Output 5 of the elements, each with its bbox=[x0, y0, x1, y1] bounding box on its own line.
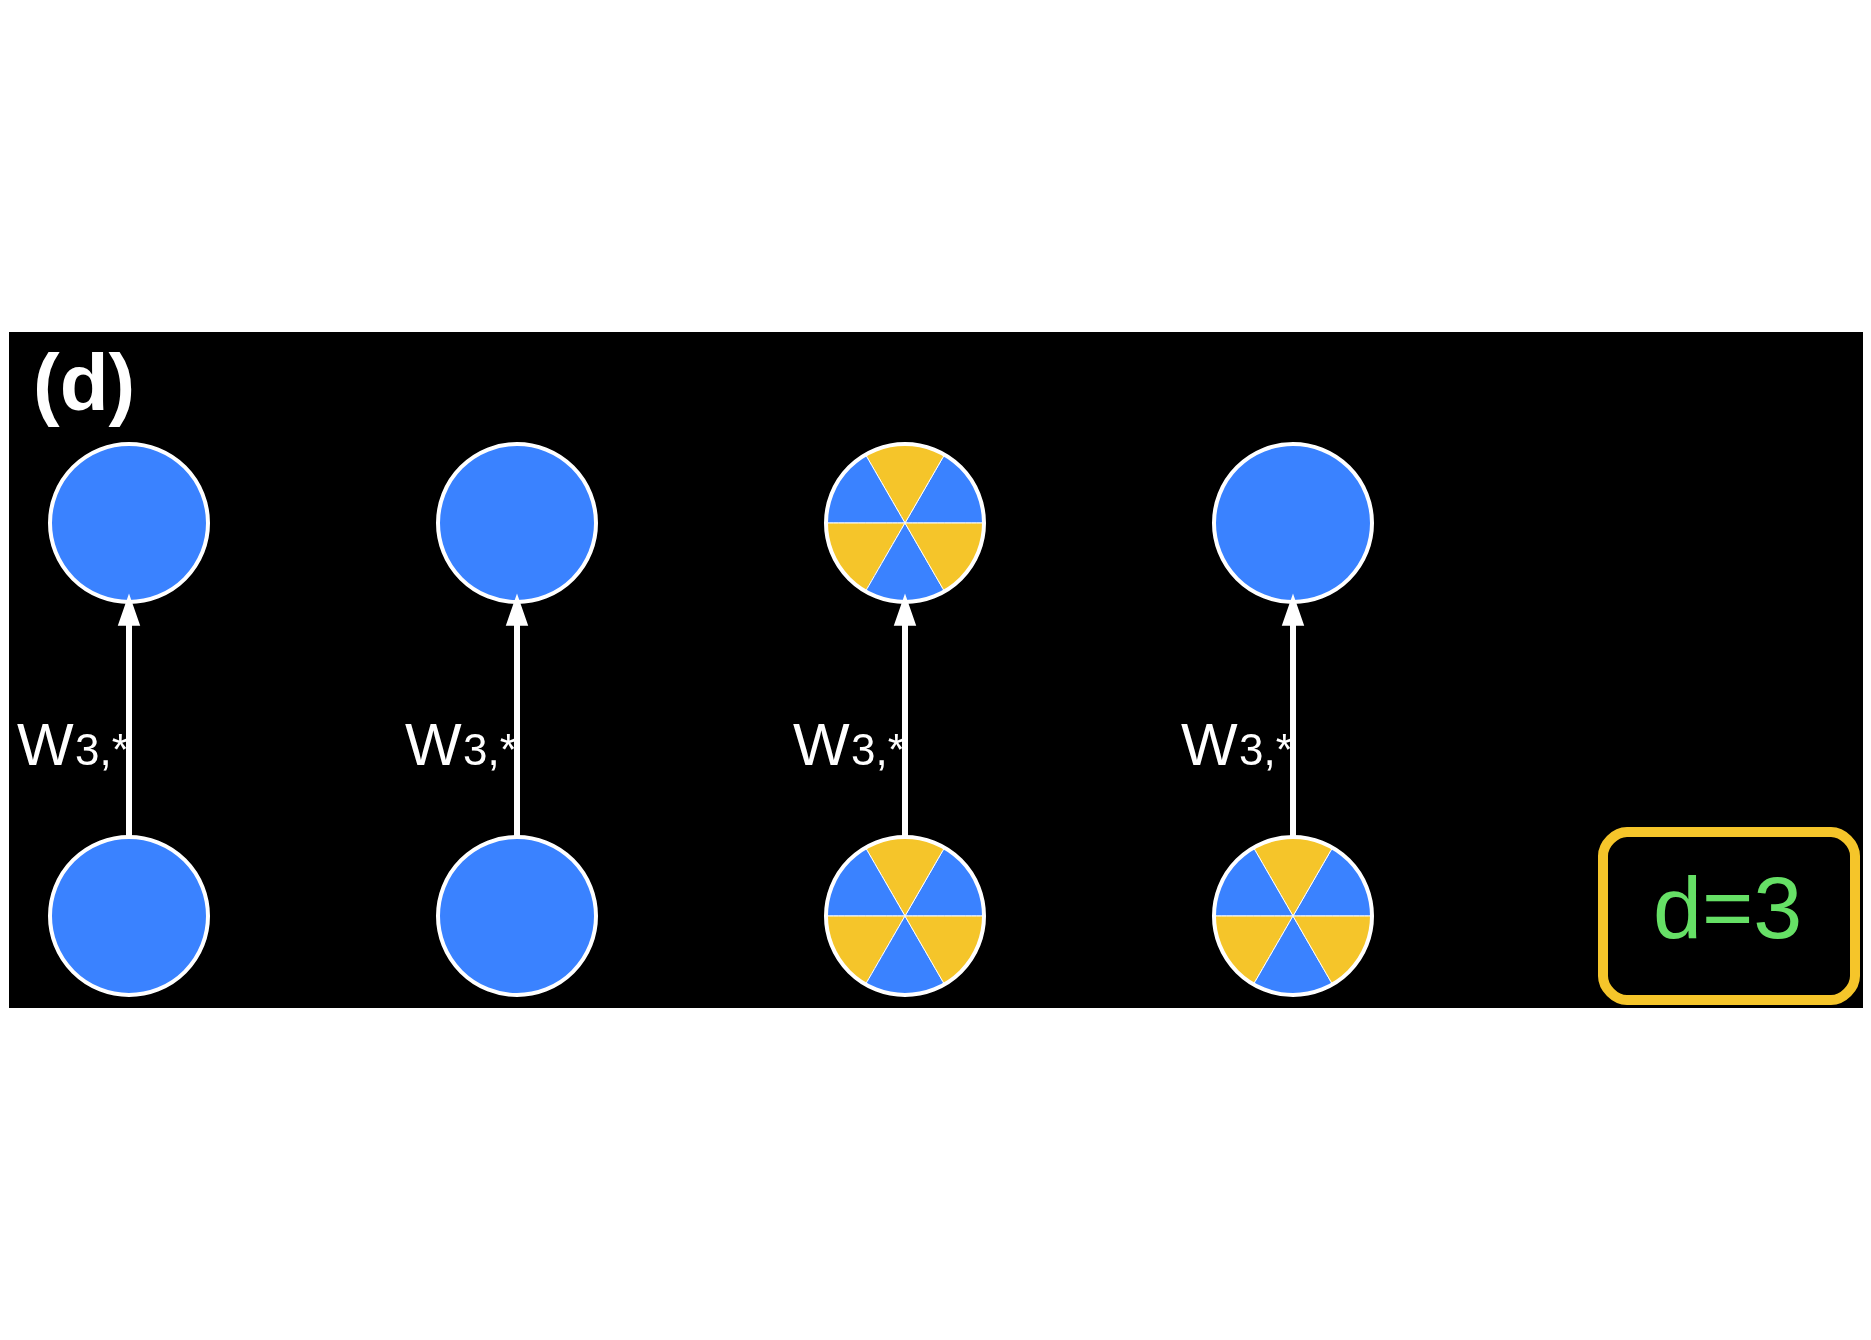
diagram-title: (d) bbox=[32, 338, 135, 427]
edge-label: W3,* bbox=[1180, 711, 1293, 779]
edge-label: W3,* bbox=[792, 711, 905, 779]
edge-label: W3,* bbox=[16, 711, 129, 779]
edge-label: W3,* bbox=[404, 711, 517, 779]
